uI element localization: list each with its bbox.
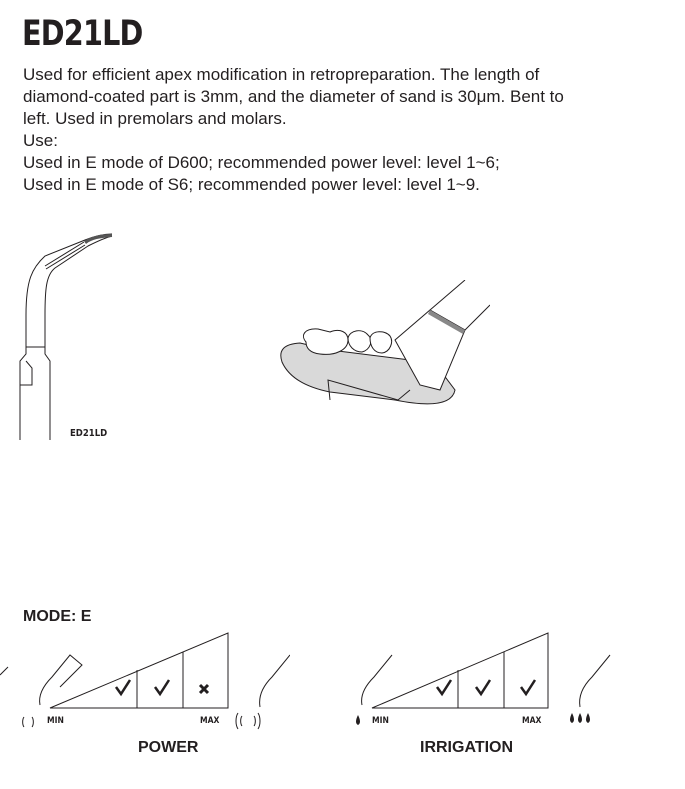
description-line: diamond-coated part is 3mm, and the diam…	[23, 87, 564, 106]
mode-label: MODE: E	[23, 608, 92, 625]
power-max-label: MAX	[200, 716, 220, 726]
irrigation-min-label: MIN	[372, 716, 389, 726]
tip-illustration	[19, 233, 113, 440]
description-line: Used in E mode of D600; recommended powe…	[23, 153, 500, 172]
product-description: Used for efficient apex modification in …	[23, 64, 663, 196]
irrigation-level-diagram	[356, 632, 611, 725]
cross-icon	[198, 683, 210, 695]
description-line: Used for efficient apex modification in …	[23, 65, 540, 84]
irrigation-max-label: MAX	[522, 716, 542, 726]
description-line: Used in E mode of S6; recommended power …	[23, 175, 480, 194]
irrigation-caption: IRRIGATION	[420, 739, 514, 756]
check-icon	[114, 679, 132, 697]
power-caption: POWER	[138, 739, 199, 756]
check-icon	[153, 679, 171, 697]
description-line: left. Used in premolars and molars.	[23, 109, 287, 128]
power-level-diagram	[0, 632, 290, 730]
tip-label: ED21LD	[70, 428, 108, 439]
check-icon	[519, 679, 537, 697]
teeth-usage-illustration	[280, 280, 490, 405]
description-line: Use:	[23, 131, 58, 150]
check-icon	[435, 679, 453, 697]
product-title: ED21LD	[22, 14, 143, 54]
check-icon	[474, 679, 492, 697]
power-min-label: MIN	[47, 716, 64, 726]
